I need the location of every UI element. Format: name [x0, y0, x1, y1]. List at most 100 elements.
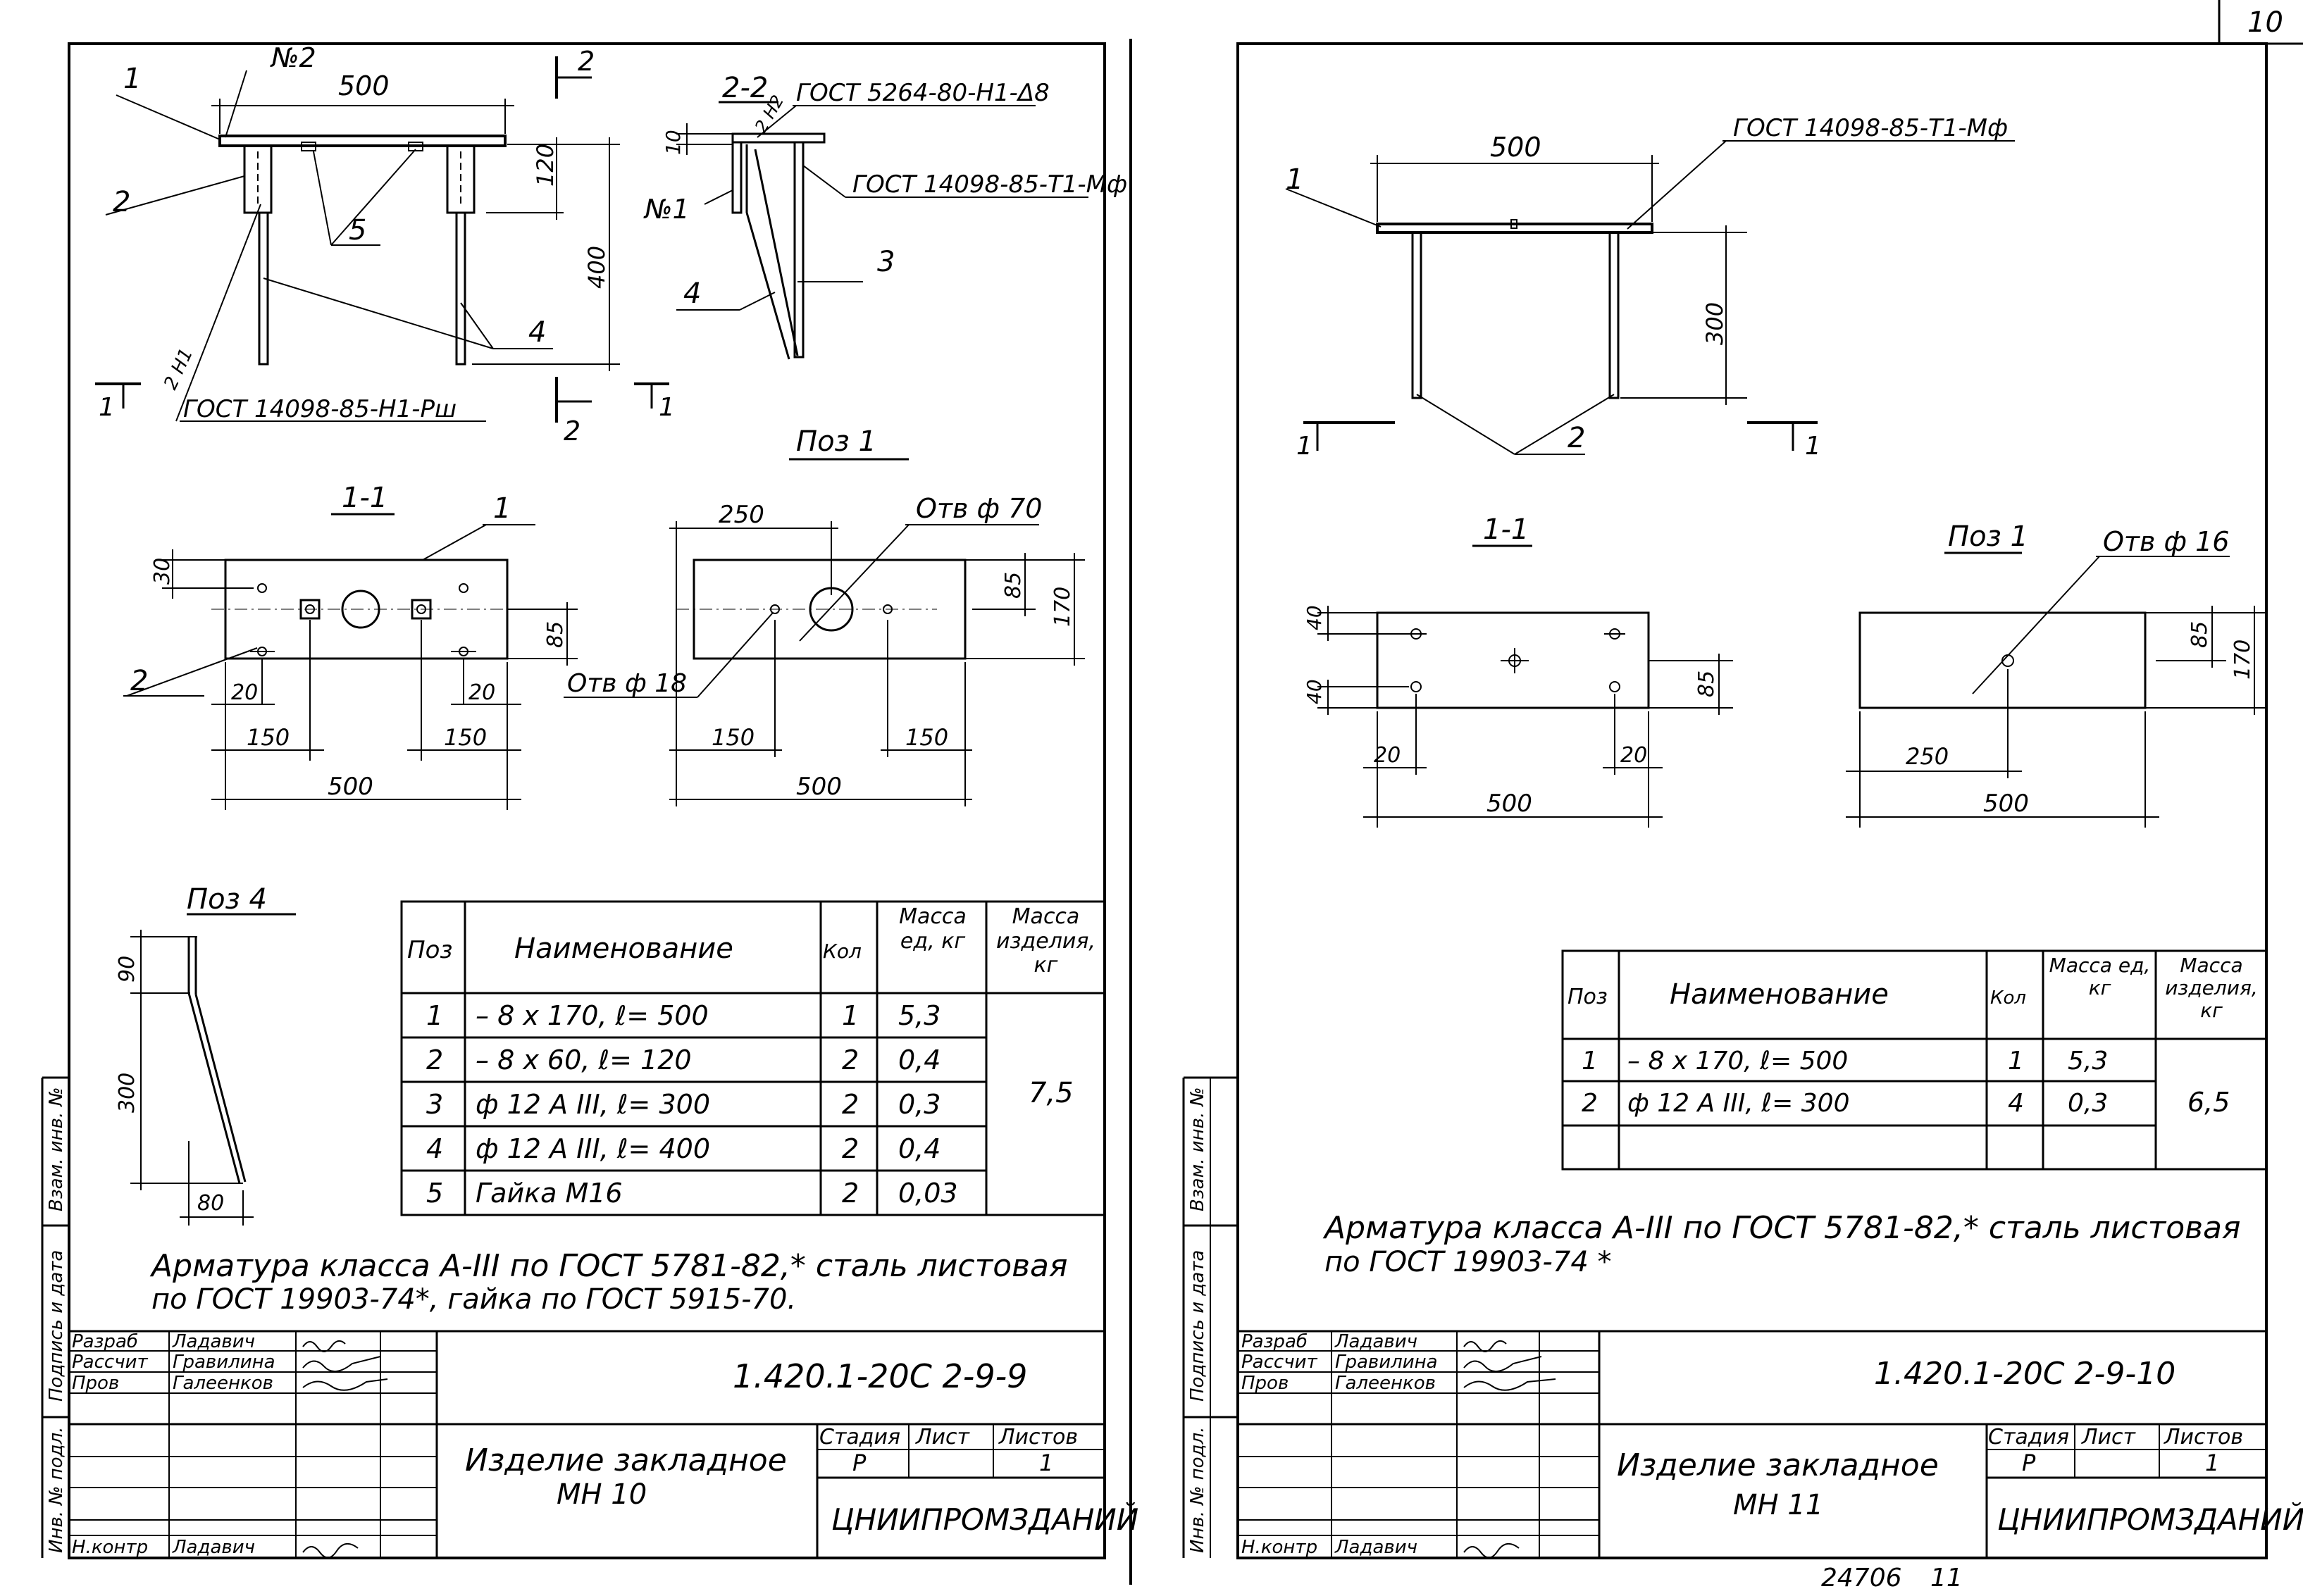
hole-70-label: Отв ф 70 [916, 493, 1042, 524]
dim-80: 80 [197, 1191, 224, 1216]
s2-section-mark-left: 1 [1296, 432, 1312, 461]
sheet-2-note-line-1: Арматура класса А-III по ГОСТ 5781-82,* … [1322, 1210, 2241, 1246]
product-name: Изделие закладное [465, 1442, 787, 1478]
table-row-5-qty: 2 [842, 1178, 859, 1209]
dim-500a: 500 [328, 773, 373, 801]
sheet-2-title-block [1238, 1330, 2266, 1558]
name-developer: Ладавич [172, 1331, 255, 1352]
stamp-replace-2: Взам. инв. № [1187, 1087, 1208, 1211]
section-mark-left: 1 [99, 393, 115, 422]
s2-table-row-2-pos: 2 [1582, 1089, 1598, 1118]
dim-85a: 85 [543, 621, 568, 648]
s2-dim-250: 250 [1906, 743, 1949, 770]
s2-dim-85a: 85 [1694, 671, 1719, 697]
callout-2: 2 [113, 186, 130, 218]
sheet-1-pos4 [130, 913, 296, 1226]
name-checker: Галеенков [173, 1373, 273, 1394]
sheet-2-title-block-text: Разраб Рассчит Пров Н.контр Ладавич Грав… [1241, 1331, 2303, 1559]
sheet-1-pos1 [564, 458, 1085, 806]
view-mark-top: 2 [578, 46, 595, 77]
table-header-total-mass: Масса изделия, кг [996, 905, 1095, 978]
s2-section-1-1-title: 1-1 [1483, 513, 1529, 546]
s2-table-row-2-name: ф 12 А III, ℓ= 300 [1627, 1089, 1849, 1118]
section-2-2-title: 2-2 [722, 72, 768, 104]
sheets-value: 1 [1039, 1450, 1053, 1476]
table-row-2-pos: 2 [426, 1045, 443, 1076]
s2-name-checker: Галеенков [1335, 1373, 1436, 1394]
s2-document-code: 1.420.1-20С 2-9-10 [1874, 1356, 2175, 1392]
table-row-4-qty: 2 [842, 1133, 859, 1164]
s2-dim-40a: 40 [1303, 605, 1326, 630]
dim-150c: 150 [712, 724, 755, 751]
dim-10: 10 [662, 130, 685, 155]
dim-170: 170 [1050, 587, 1075, 627]
table-row-5-pos: 5 [426, 1178, 443, 1209]
s2-dim-40b: 40 [1303, 679, 1326, 704]
s2-role-norm-control: Н.контр [1241, 1537, 1317, 1558]
label-no1: №1 [643, 194, 690, 225]
s2-weld-gost: ГОСТ 14098-85-Т1-Мф [1733, 114, 2008, 142]
sheet-1-pos1-labels: Поз 1 Отв ф 70 250 85 170 Отв ф 18 150 1… [567, 425, 1075, 801]
stamp-inventory-2: Инв. № подл. [1187, 1427, 1208, 1553]
signature-2 [302, 1356, 381, 1372]
sheet-2-elevation [1285, 140, 2015, 455]
sheet-1-section-2-2 [676, 101, 1088, 360]
role-checker: Пров [72, 1373, 119, 1394]
dim-20a: 20 [231, 680, 258, 705]
view-mark-bottom: 2 [564, 416, 581, 447]
callout-5: 5 [349, 214, 366, 247]
s2-dim-170: 170 [2230, 640, 2255, 680]
role-developer: Разраб [72, 1331, 138, 1352]
table-total-mass: 7,5 [1029, 1077, 1074, 1109]
weld-gost-h1: ГОСТ 14098-85-Н1-Рш [183, 395, 457, 423]
table-row-3-qty: 2 [842, 1089, 859, 1120]
stamp-signature-2: Подпись и дата [1187, 1250, 1208, 1402]
sheet-1-elevation [95, 56, 669, 423]
dim-500b: 500 [796, 773, 842, 801]
s2-table-row-2-mass: 0,3 [2068, 1089, 2108, 1118]
s2-table-header-name: Наименование [1670, 978, 1889, 1011]
sheet-1-title-block-text: Разраб Рассчит Пров Н.контр Ладавич Грав… [72, 1331, 1138, 1559]
sheet-2-section-1-1-labels: 1-1 40 40 85 20 20 500 [1303, 513, 1719, 818]
section-mark-right: 1 [659, 393, 675, 422]
dim-30: 30 [150, 558, 175, 585]
page-number: 10 [2247, 6, 2283, 39]
s2-dim-500-top: 500 [1490, 132, 1541, 163]
sheet-1: Взам. инв. № Подпись и дата Инв. № подл. [41, 42, 1138, 1559]
s2-pos1-title: Поз 1 [1948, 520, 2028, 553]
sheet-1-section-1-1-labels: 1-1 1 30 85 2 20 20 150 150 500 [130, 482, 568, 801]
s2-table-header-qty: Кол [1990, 987, 2026, 1009]
callout-4: 4 [528, 316, 546, 349]
stamp-replace: Взам. инв. № [46, 1087, 67, 1211]
s2-dim-20a: 20 [1374, 743, 1401, 768]
hole-18-label: Отв ф 18 [567, 669, 687, 698]
dim-85b: 85 [1001, 572, 1026, 599]
s2-sheets-value: 1 [2205, 1450, 2219, 1476]
dim-250: 250 [719, 501, 764, 529]
table-row-4-name: ф 12 А III, ℓ= 400 [476, 1133, 710, 1164]
sheet-1-note-line-1: Арматура класса А-III по ГОСТ 5781-82,* … [149, 1248, 1068, 1284]
s2-dim-20b: 20 [1620, 743, 1647, 768]
weld-gost-5264: ГОСТ 5264-80-Н1-Δ8 [796, 79, 1050, 107]
s2-dim-300: 300 [1701, 302, 1728, 345]
role-calculator: Рассчит [72, 1352, 148, 1373]
table-row-1-qty: 1 [842, 1000, 859, 1031]
sheet-2-spec-table [1561, 949, 2268, 1171]
archive-number: 24706 [1821, 1564, 1902, 1592]
dim-150d: 150 [905, 724, 948, 751]
s2-name-calculator: Гравилина [1335, 1352, 1438, 1373]
product-mark: МН 10 [557, 1478, 647, 1511]
sheet-2-pos1 [1846, 551, 2266, 828]
table-row-2-qty: 2 [842, 1045, 859, 1076]
s2-name-norm-control: Ладавич [1334, 1537, 1417, 1558]
sheet-1-note-line-2: по ГОСТ 19903-74*, гайка по ГОСТ 5915-70… [151, 1283, 796, 1316]
s2-role-checker: Пров [1241, 1373, 1289, 1394]
table-header-pos: Поз [407, 936, 452, 964]
organization: ЦНИИПРОМЗДАНИЙ [831, 1502, 1138, 1537]
role-norm-control: Н.контр [72, 1537, 148, 1558]
sheet-2-side-stamp: Взам. инв. № Подпись и дата Инв. № подл. [1182, 1076, 1238, 1558]
s2-hole-16-label: Отв ф 16 [2103, 526, 2229, 557]
table-row-1-mass: 5,3 [898, 1000, 941, 1031]
pos4-title: Поз 4 [187, 883, 267, 916]
s2-stage-value: Р [2022, 1450, 2036, 1476]
